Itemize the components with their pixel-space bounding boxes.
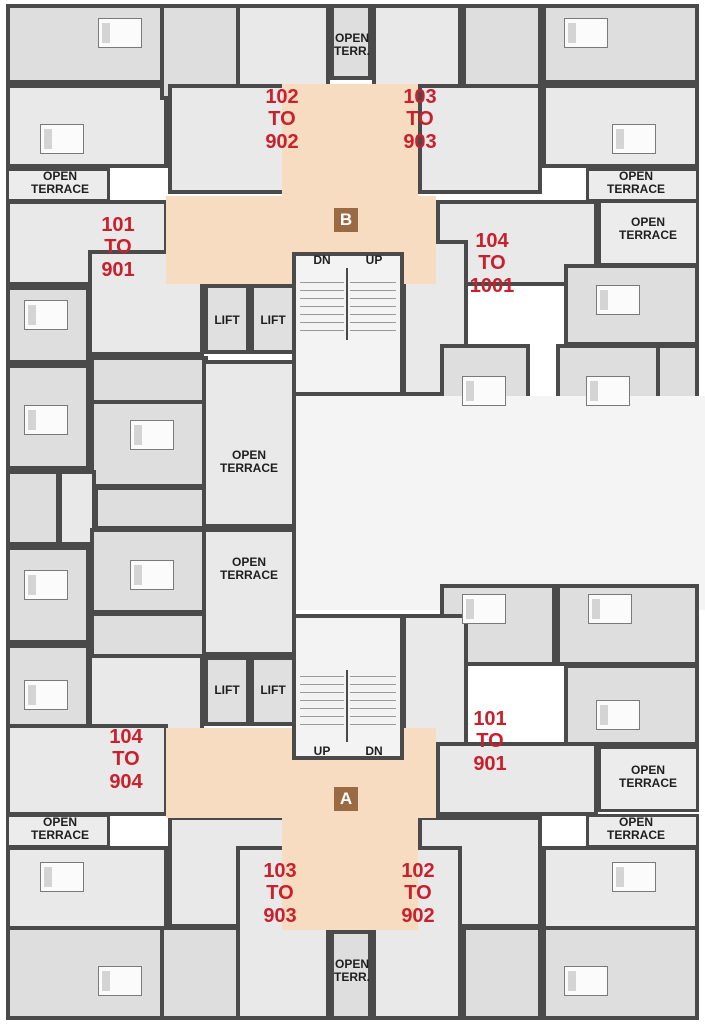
open-terrace-mid-2 <box>202 528 296 656</box>
unit-label-a-104: 104 TO 904 <box>109 726 143 793</box>
label-lift-b-1: LIFT <box>214 313 240 327</box>
label-lift-b-2: LIFT <box>260 313 286 327</box>
toilet-b-101 <box>90 356 208 406</box>
bedroom-a-left <box>6 846 168 930</box>
label-open-terr-a: OPEN TERR. <box>334 957 370 985</box>
label-open-terr-b: OPEN TERR. <box>334 31 370 59</box>
bed-icon <box>24 680 68 710</box>
label-open-terrace-b-right: OPEN TERRACE <box>606 169 665 197</box>
staircase-b <box>292 252 404 396</box>
unit-label-a-103: 103 TO 903 <box>263 860 297 927</box>
bed-icon <box>24 570 68 600</box>
label-open-terrace-a-left: OPEN TERRACE <box>30 815 89 843</box>
bed-icon <box>596 285 640 315</box>
unit-label-b-102: 102 TO 902 <box>265 86 299 153</box>
bed-icon <box>596 700 640 730</box>
bedroom-b-101 <box>6 286 90 364</box>
label-lift-a-1: LIFT <box>214 683 240 697</box>
lift-a-1 <box>204 656 250 726</box>
bed-icon <box>462 376 506 406</box>
label-dn-b: DN <box>313 253 331 267</box>
bed-icon <box>130 420 174 450</box>
toilet-mid-2 <box>94 486 206 530</box>
bed-icon <box>564 966 608 996</box>
kitchen-b-102 <box>168 84 288 194</box>
lobby-a-vertical <box>282 812 418 930</box>
bed-icon <box>130 560 174 590</box>
bedroom-b-left <box>6 84 168 168</box>
label-up-a: UP <box>313 744 331 758</box>
bed-icon <box>24 300 68 330</box>
bedroom-a-101-c <box>564 664 699 746</box>
label-open-terrace-b-104: OPEN TERRACE <box>618 215 677 243</box>
unit-label-a-102: 102 TO 902 <box>401 860 435 927</box>
bed-icon <box>462 594 506 624</box>
kitchen-b-103 <box>418 84 542 194</box>
open-terr-b <box>330 4 372 80</box>
toilet-mid-1 <box>6 470 60 546</box>
unit-label-b-103: 103 TO 903 <box>403 86 437 153</box>
bed-icon <box>564 18 608 48</box>
courtyard <box>296 396 705 610</box>
duct-mid <box>58 470 96 546</box>
open-terrace-b-right <box>586 168 699 202</box>
label-open-terrace-b-left: OPEN TERRACE <box>30 169 89 197</box>
unit-label-b-104: 104 TO 1001 <box>469 230 515 297</box>
bedroom-b-top-left <box>6 4 168 84</box>
open-terr-a <box>330 930 372 1020</box>
bedroom-a-bottom-left <box>6 926 168 1020</box>
bed-icon <box>98 966 142 996</box>
bed-icon <box>98 18 142 48</box>
bed-icon <box>586 376 630 406</box>
bed-icon <box>612 862 656 892</box>
label-open-terrace-mid-1: OPEN TERRACE <box>219 448 278 476</box>
room-a-lower-right <box>462 926 542 1020</box>
lift-b-1 <box>204 284 250 354</box>
bed-icon <box>40 124 84 154</box>
lobby-b-vertical <box>282 84 418 204</box>
block-a-badge: A <box>334 787 358 811</box>
label-dn-a: DN <box>365 744 383 758</box>
bed-icon <box>24 405 68 435</box>
block-b-badge: B <box>334 208 358 232</box>
bed-icon <box>40 862 84 892</box>
label-up-b: UP <box>365 253 383 267</box>
label-open-terrace-a-right: OPEN TERRACE <box>606 815 665 843</box>
open-terrace-a-101 <box>598 746 699 812</box>
label-open-terrace-mid-2: OPEN TERRACE <box>219 555 278 583</box>
bedroom-mid-4 <box>6 546 90 644</box>
staircase-a <box>292 614 404 760</box>
toilet-mid-3 <box>90 612 208 662</box>
unit-label-a-101: 101 TO 901 <box>473 708 507 775</box>
room-a-lower <box>160 926 240 1020</box>
bed-icon <box>612 124 656 154</box>
bedroom-b-right <box>542 84 699 168</box>
bed-icon <box>588 594 632 624</box>
label-open-terrace-a-101: OPEN TERRACE <box>618 763 677 791</box>
open-terrace-mid-1 <box>202 360 296 528</box>
label-lift-a-2: LIFT <box>260 683 286 697</box>
lift-b-2 <box>250 284 296 354</box>
living-a-101 <box>436 742 598 816</box>
unit-label-b-101: 101 TO 901 <box>101 214 135 281</box>
